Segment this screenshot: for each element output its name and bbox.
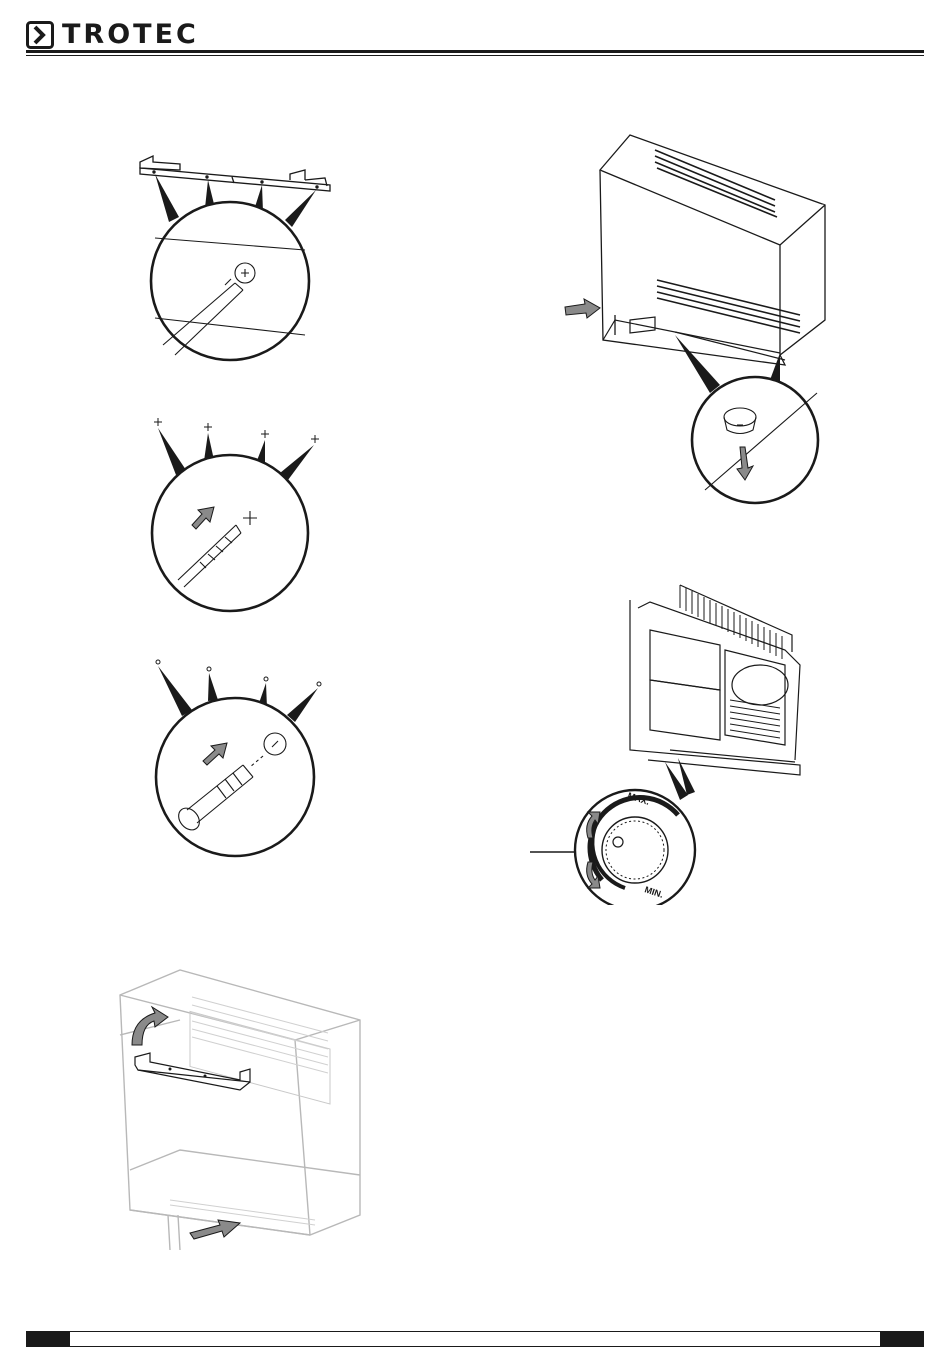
fan-wheel [732, 665, 788, 705]
brand-name: TROTEC [62, 20, 199, 50]
page-footer [26, 1331, 924, 1347]
header-rule-thin [26, 55, 924, 56]
arrow-icon [565, 299, 600, 318]
detail-circle [152, 455, 308, 611]
figure-mark-drill-holes [135, 150, 335, 365]
chevron-right-icon [26, 21, 54, 49]
figure-hang-device [110, 965, 370, 1250]
detail-circle [156, 698, 314, 856]
trotec-logo: TROTEC [26, 20, 199, 50]
header-rule [26, 50, 924, 53]
rotate-arrow-icon [132, 1007, 168, 1045]
figure-drill-holes [140, 415, 340, 615]
footer-bar-left [26, 1331, 70, 1347]
figure-secure-device [555, 125, 840, 515]
humidistat-knob[interactable] [602, 817, 668, 883]
vent-grille [190, 1011, 330, 1104]
mounting-bracket [135, 1053, 250, 1090]
detail-circle [151, 202, 309, 360]
figure-humidistat-dial: MAX. MIN. [530, 580, 820, 905]
footer-rule [70, 1331, 880, 1347]
page-header: TROTEC [0, 0, 950, 60]
detail-circle [692, 377, 818, 503]
device-interior [630, 585, 800, 775]
figure-insert-dowels [145, 655, 345, 860]
footer-bar-right [880, 1331, 924, 1347]
arrow-icon [190, 1220, 240, 1239]
